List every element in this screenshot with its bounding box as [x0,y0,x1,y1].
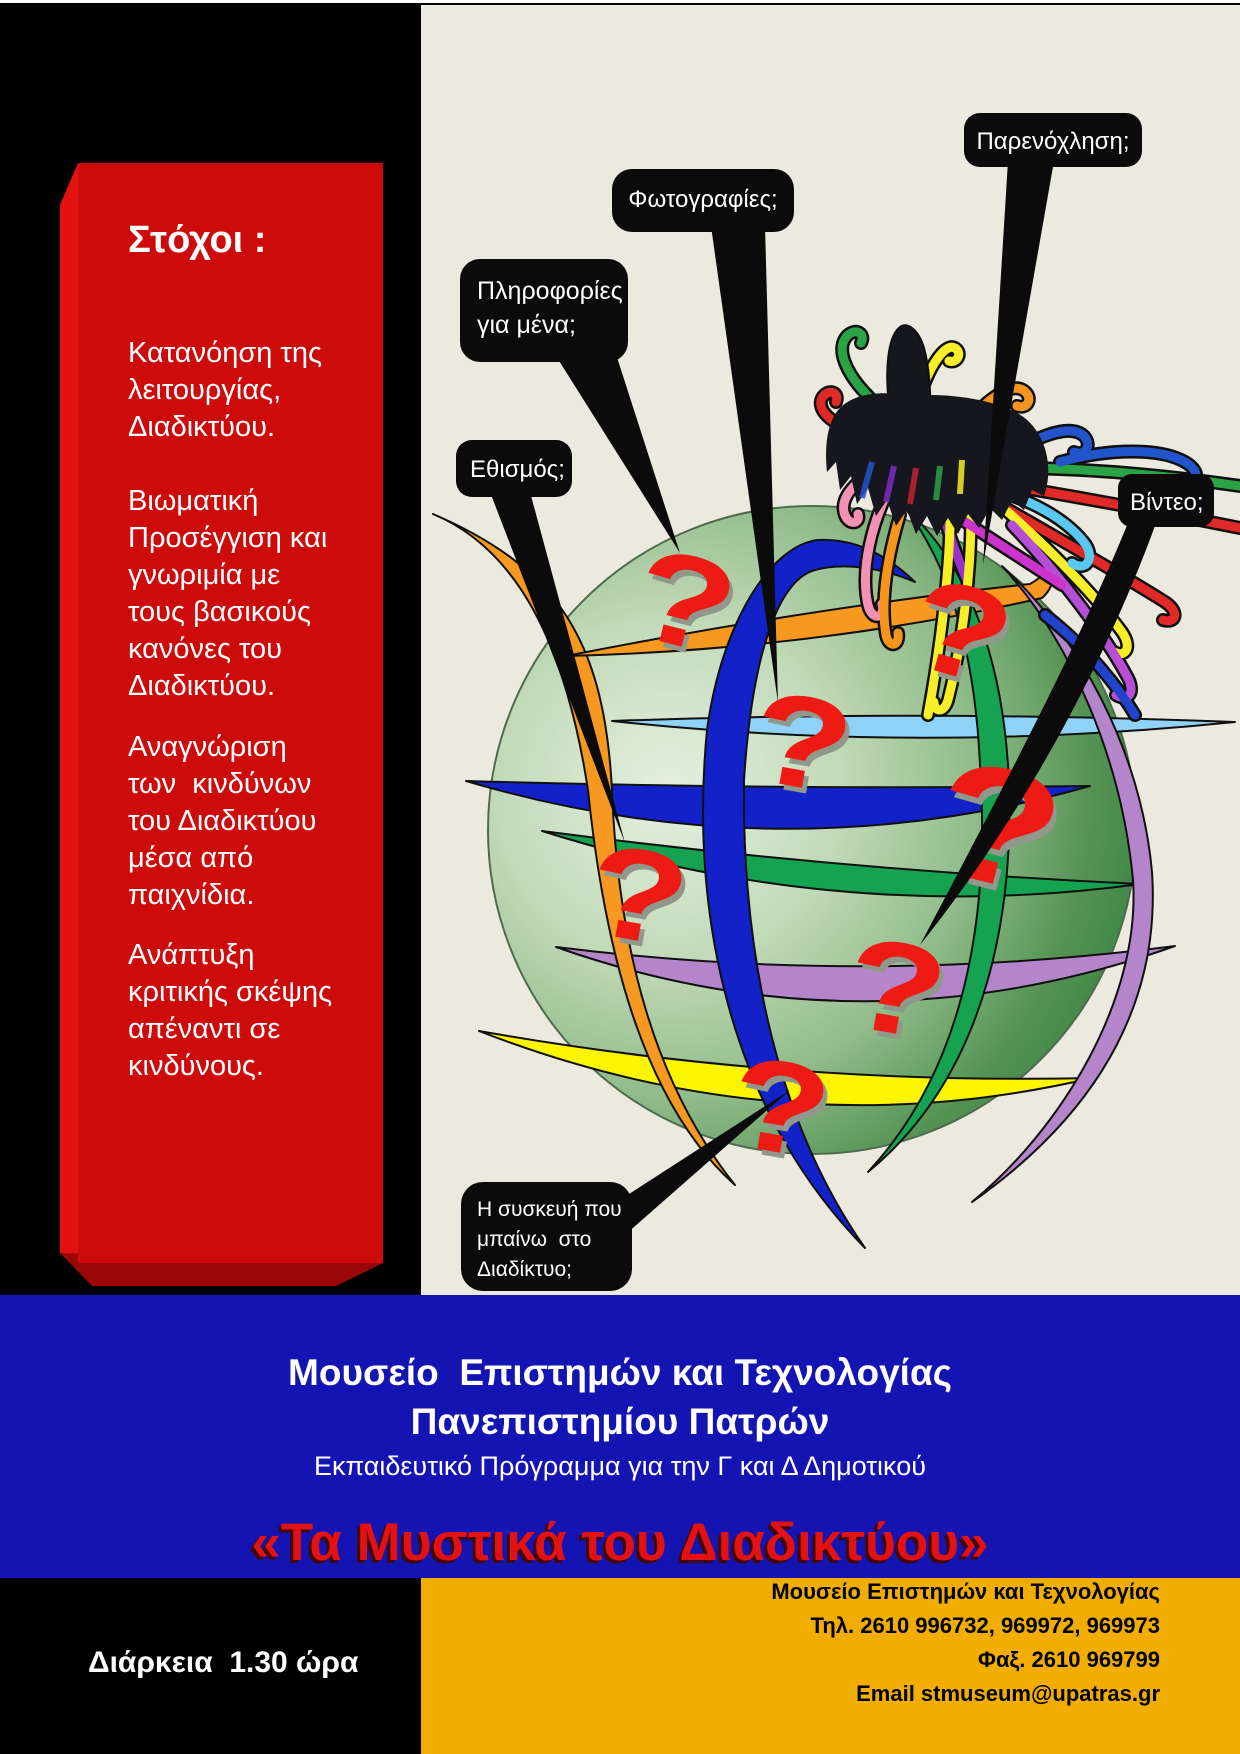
svg-text:Η συσκευή που: Η συσκευή που [477,1198,622,1221]
svg-text:Βίντεο;: Βίντεο; [1130,489,1204,516]
svg-text:Εθισμός;: Εθισμός; [470,456,565,483]
svg-text:?: ? [576,816,699,976]
svg-text:Πληροφορίες: Πληροφορίες [477,277,623,305]
svg-text:?: ? [744,669,867,829]
svg-text:?: ? [580,822,703,982]
svg-text:?: ? [722,1034,845,1194]
svg-text:για μένα;: για μένα; [477,311,576,339]
svg-text:Φωτογραφίες;: Φωτογραφίες; [628,186,777,213]
svg-text:Παρενόχληση;: Παρενόχληση; [976,128,1129,155]
svg-text:μπαίνω στο: μπαίνω στο [477,1228,591,1251]
svg-text:?: ? [718,1028,841,1188]
svg-text:?: ? [834,909,957,1069]
svg-text:?: ? [838,915,961,1075]
svg-text:?: ? [740,663,863,823]
svg-text:Διαδίκτυο;: Διαδίκτυο; [477,1258,572,1281]
